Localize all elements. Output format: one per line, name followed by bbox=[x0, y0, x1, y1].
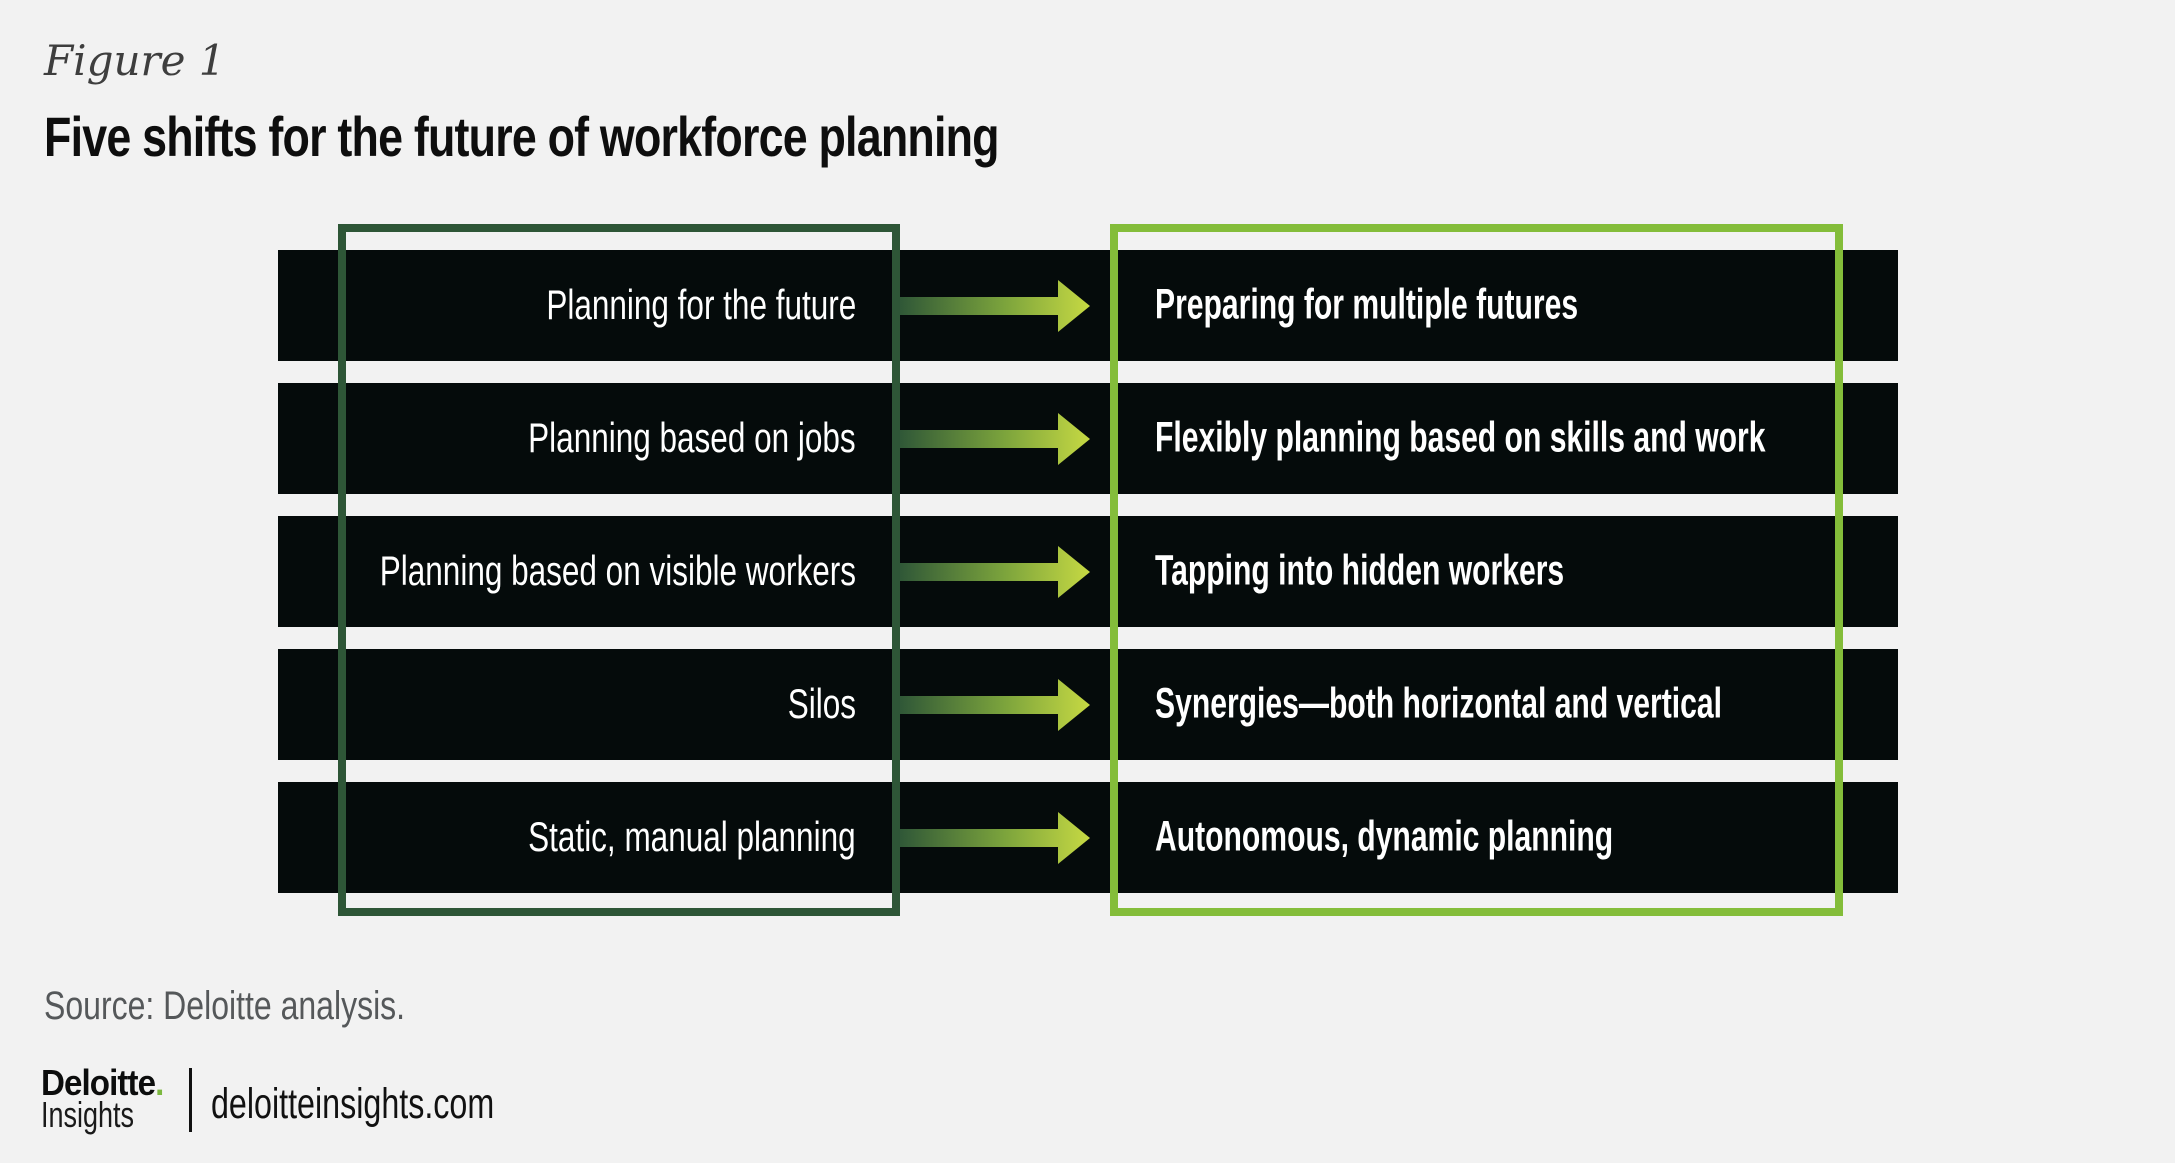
figure-label: Figure 1 bbox=[44, 36, 226, 85]
shift-row: Planning based on jobs Flexibly planning… bbox=[278, 383, 1898, 494]
shift-to-label: Autonomous, dynamic planning bbox=[1155, 812, 1614, 861]
website-link[interactable]: deloitteinsights.com bbox=[211, 1080, 495, 1128]
shift-row: Static, manual planning Autonomous, dyna… bbox=[278, 782, 1898, 893]
deloitte-logo: Deloitte. bbox=[41, 1062, 164, 1104]
right-arrow-icon bbox=[898, 279, 1090, 332]
shift-row: Planning based on visible workers Tappin… bbox=[278, 516, 1898, 627]
shift-from-label: Static, manual planning bbox=[528, 812, 856, 860]
deloitte-wordmark: Deloitte bbox=[41, 1062, 156, 1103]
brand-green-dot: . bbox=[155, 1062, 164, 1103]
shift-row: Silos Synergies—both horizontal and vert… bbox=[278, 649, 1898, 760]
shift-to-label: Tapping into hidden workers bbox=[1155, 546, 1565, 595]
page-title: Five shifts for the future of workforce … bbox=[44, 105, 1000, 168]
shift-to-label: Flexibly planning based on skills and wo… bbox=[1155, 413, 1766, 462]
shift-from-label: Silos bbox=[787, 679, 856, 727]
right-arrow-icon bbox=[898, 412, 1090, 465]
right-arrow-icon bbox=[898, 678, 1090, 731]
shift-to-label: Synergies—both horizontal and vertical bbox=[1155, 679, 1722, 728]
logo-divider bbox=[189, 1068, 192, 1132]
source-note: Source: Deloitte analysis. bbox=[44, 984, 406, 1028]
shift-from-label: Planning based on visible workers bbox=[379, 546, 856, 594]
insights-wordmark: Insights bbox=[41, 1094, 135, 1135]
shift-from-label: Planning based on jobs bbox=[528, 413, 856, 461]
shift-from-label: Planning for the future bbox=[546, 280, 856, 328]
right-arrow-icon bbox=[898, 545, 1090, 598]
right-arrow-icon bbox=[898, 811, 1090, 864]
shift-row: Planning for the future Preparing for mu… bbox=[278, 250, 1898, 361]
shift-to-label: Preparing for multiple futures bbox=[1155, 280, 1579, 329]
